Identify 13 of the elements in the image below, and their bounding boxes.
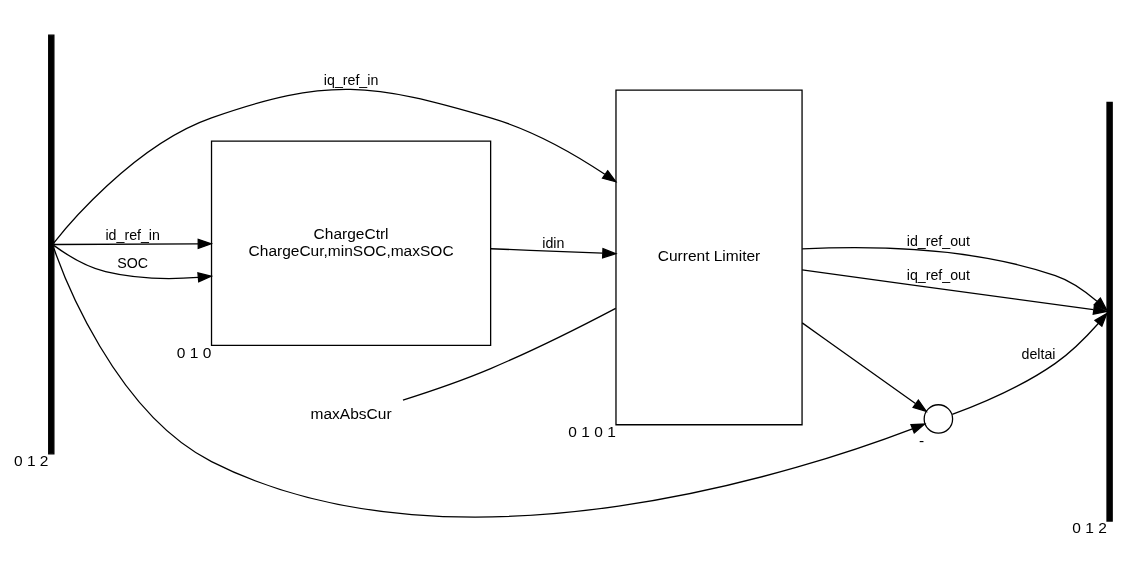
node-label: 0 1 0 [176,343,212,361]
edge-label: id_ref_in [105,226,160,243]
node-label: 0 1 0 1 [568,422,616,440]
edge-label: iq_ref_out [906,266,970,283]
edge-label: deltai [1021,345,1056,362]
node-text: maxAbsCur [310,404,392,422]
edge-label: SOC [117,254,149,270]
edge-label: iq_ref_in [323,71,379,88]
node-label: 0 1 2 [1072,518,1107,536]
edge-label: idin [542,234,565,251]
edge-label: id_ref_out [906,232,970,249]
node-label: - [919,431,925,449]
node-label: 0 1 2 [14,451,49,469]
